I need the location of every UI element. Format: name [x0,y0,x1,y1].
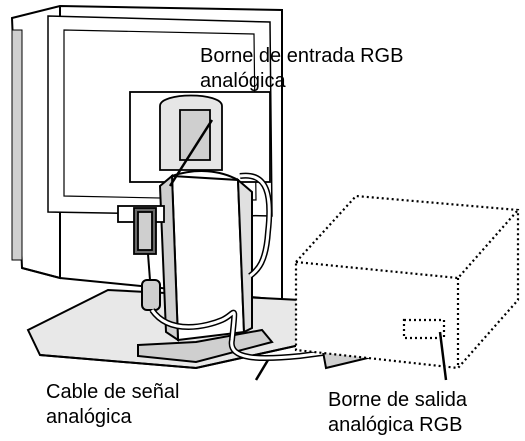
rgb-output-label: Borne de salida analógica RGB [328,388,467,438]
rgb-input-label: Borne de entrada RGB analógica [200,44,403,94]
signal-cable-label-line2: analógica [46,406,132,428]
rgb-output-label-line2: analógica RGB [328,414,463,436]
leader-lines [168,119,448,381]
rgb-input-label-line1: Borne de entrada RGB [200,45,404,67]
rgb-input-label-line2: analógica [200,70,286,92]
stand-column [158,170,253,342]
signal-cable-label: Cable de señal analógica [46,380,179,430]
input-connector [117,205,165,255]
computer [294,194,520,370]
signal-cable [141,172,331,362]
signal-cable-label-line1: Cable de señal [46,381,180,403]
rgb-output-label-line1: Borne de salida [328,389,467,411]
